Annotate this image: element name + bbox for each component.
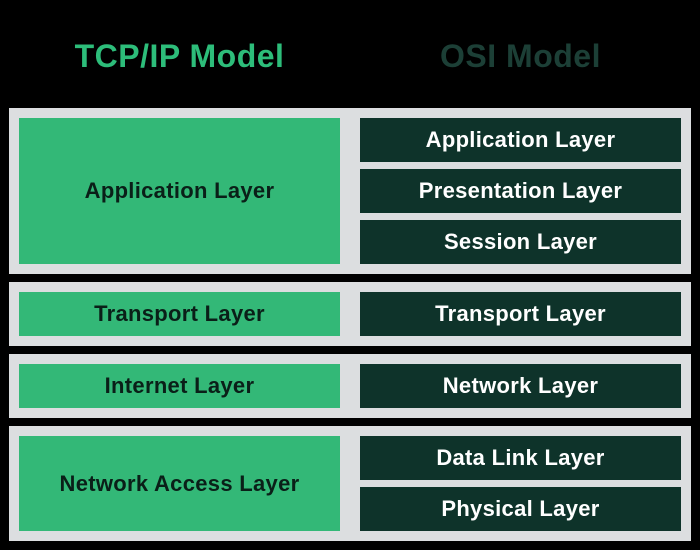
osi-column-header: OSI Model [360, 38, 681, 75]
osi-layer-box: Data Link Layer [360, 436, 681, 480]
osi-layer-box: Network Layer [360, 364, 681, 408]
osi-model-title: OSI Model [440, 37, 601, 74]
tcpip-layer-box: Network Access Layer [19, 436, 340, 531]
osi-layer-box: Presentation Layer [360, 169, 681, 213]
osi-column: Network Layer [360, 364, 681, 408]
tcpip-column-header: TCP/IP Model [19, 38, 340, 75]
layer-group: Internet Layer Network Layer [9, 354, 691, 418]
tcpip-model-title: TCP/IP Model [74, 37, 285, 74]
header: TCP/IP Model OSI Model [9, 0, 691, 108]
osi-layer-box: Session Layer [360, 220, 681, 264]
tcpip-layer-box: Internet Layer [19, 364, 340, 408]
osi-layer-box: Application Layer [360, 118, 681, 162]
layer-group: Transport Layer Transport Layer [9, 282, 691, 346]
osi-layer-box: Physical Layer [360, 487, 681, 531]
osi-layer-box: Transport Layer [360, 292, 681, 336]
osi-column: Transport Layer [360, 292, 681, 336]
tcpip-layer-box: Transport Layer [19, 292, 340, 336]
tcpip-layer-box: Application Layer [19, 118, 340, 264]
